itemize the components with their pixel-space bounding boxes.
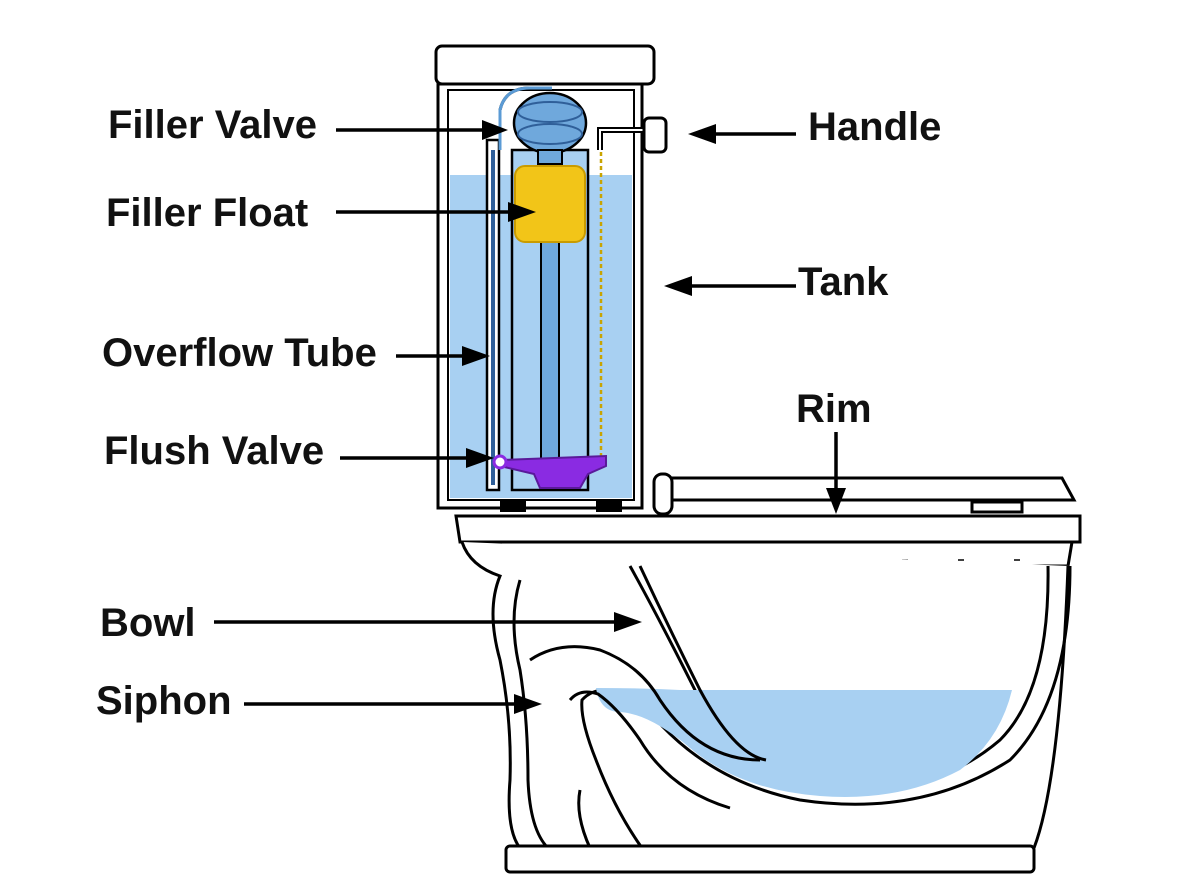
arrowhead-tank xyxy=(664,276,692,296)
tank-group xyxy=(434,44,668,512)
filler-float xyxy=(514,165,586,243)
tank-lid xyxy=(434,44,656,86)
tank-base-right xyxy=(596,500,622,512)
bowl-water xyxy=(596,688,1012,797)
tank-base-left xyxy=(500,500,526,512)
label-filler-valve: Filler Valve xyxy=(108,103,317,147)
arrowhead-siphon xyxy=(514,694,542,714)
callouts: Filler Valve Filler Float Overflow Tube … xyxy=(96,103,941,723)
arrowhead-handle xyxy=(688,124,716,144)
overflow-tube-core xyxy=(491,150,495,485)
handle-knob xyxy=(642,116,668,154)
label-tank: Tank xyxy=(798,260,889,304)
label-rim: Rim xyxy=(796,387,872,431)
label-filler-float: Filler Float xyxy=(106,191,308,235)
label-handle: Handle xyxy=(808,105,941,149)
siphon-channel xyxy=(529,645,761,762)
arrowhead-filler-float xyxy=(508,202,536,222)
label-bowl: Bowl xyxy=(100,601,196,645)
arrowhead-rim xyxy=(826,488,846,514)
label-siphon: Siphon xyxy=(96,679,232,723)
label-overflow-tube: Overflow Tube xyxy=(102,331,377,375)
arrowhead-filler-valve xyxy=(482,120,508,140)
flush-valve-flapper xyxy=(499,454,607,489)
bowl-group xyxy=(454,472,1082,874)
arrowhead-flush-valve xyxy=(466,448,494,468)
label-flush-valve: Flush Valve xyxy=(104,429,324,473)
toilet-base xyxy=(504,844,1036,874)
arrowhead-bowl xyxy=(614,612,642,632)
rim-deck xyxy=(454,514,1082,544)
seat-hinge xyxy=(652,472,674,516)
arrowhead-overflow-tube xyxy=(462,346,490,366)
toilet-seat-lid xyxy=(668,476,1077,502)
